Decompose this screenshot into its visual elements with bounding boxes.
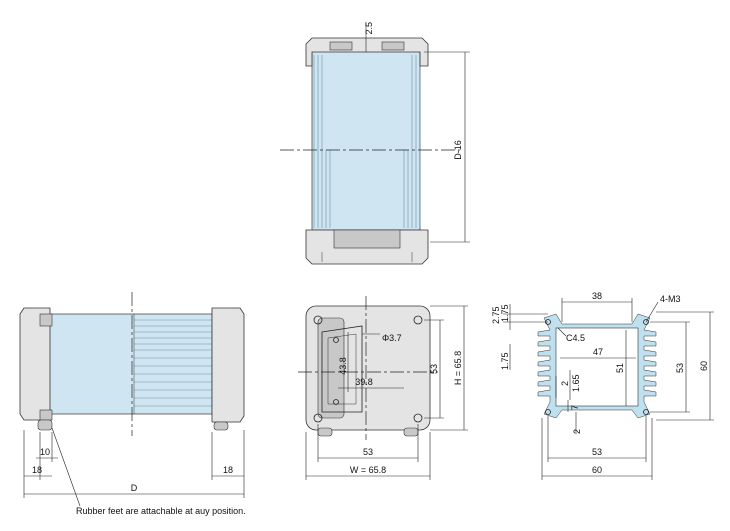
dim-section-1-75-top: 1.75 xyxy=(500,304,510,322)
front-view-hole-tr xyxy=(413,315,423,325)
dim-front-hole: Φ3.7 xyxy=(382,333,402,343)
dim-section-2-lower: 2 xyxy=(572,429,582,434)
rubber-foot-left xyxy=(37,419,53,431)
rubber-feet-note: Rubber feet are attachable at auy positi… xyxy=(76,506,246,516)
dim-side-foot-offset: 10 xyxy=(40,447,50,457)
dim-front-height: H = 65.8 xyxy=(453,351,463,385)
section-view: 38 4-M3 2.75 1.75 C4.5 1.75 47 51 2 1.65… xyxy=(491,291,714,480)
top-view-bottom-cap-slot xyxy=(333,229,401,249)
side-view-ribs xyxy=(133,314,212,414)
rubber-feet-leader xyxy=(51,427,81,507)
front-view-recess xyxy=(317,317,345,419)
dim-section-2-upper: 2 xyxy=(560,381,570,386)
side-view: 10 18 18 D Rubber feet are attachable at… xyxy=(19,292,246,516)
dim-section-53-horizontal: 53 xyxy=(592,447,602,457)
front-view-foot-left xyxy=(317,427,333,437)
dim-section-4m3: 4-M3 xyxy=(660,294,681,304)
dim-side-left-cap: 18 xyxy=(32,465,42,475)
side-view-left-cap-tab xyxy=(39,313,53,327)
dim-front-39-8: 39.8 xyxy=(355,377,373,387)
section-hole-bl xyxy=(545,409,551,415)
dim-section-2-75: 2.75 xyxy=(491,306,501,324)
front-view-hole-bl xyxy=(313,413,323,423)
dim-top-depth: D-16 xyxy=(453,140,463,160)
dim-section-60-horizontal: 60 xyxy=(592,465,602,475)
top-view-top-cap-slot-2 xyxy=(381,41,405,51)
side-view-body xyxy=(35,313,213,415)
dim-section-53-vertical: 53 xyxy=(675,363,685,373)
dim-section-51: 51 xyxy=(615,363,625,373)
dim-section-38: 38 xyxy=(592,291,602,301)
dim-section-1-65: 1.65 xyxy=(571,374,581,392)
front-view-foot-right xyxy=(403,427,419,437)
top-view: 2.5 D-16 xyxy=(280,22,470,265)
section-hole-tr xyxy=(643,319,649,325)
dim-front-43-8: 43.8 xyxy=(338,357,348,375)
dim-front-53-vertical: 53 xyxy=(429,364,439,374)
dim-front-53-horizontal: 53 xyxy=(363,447,373,457)
front-view-hole-tl xyxy=(313,315,323,325)
dim-side-total: D xyxy=(131,483,138,493)
front-view: Φ3.7 43.8 39.8 53 H = 65.8 53 W = 65.8 xyxy=(298,296,468,480)
side-view-left-cap-tab-2 xyxy=(39,409,53,421)
top-view-ribs xyxy=(313,55,421,228)
dim-side-right-cap: 18 xyxy=(223,465,233,475)
dim-top-gap: 2.5 xyxy=(364,22,374,35)
rubber-foot-right xyxy=(213,421,229,431)
side-view-right-cap xyxy=(211,307,245,423)
dim-section-47: 47 xyxy=(593,347,603,357)
dim-front-width: W = 65.8 xyxy=(350,465,386,475)
section-hole-br xyxy=(643,409,649,415)
section-cavity xyxy=(555,327,639,407)
top-view-top-cap-slot xyxy=(329,41,353,51)
front-view-hole-br xyxy=(413,413,423,423)
dim-section-7: 7 xyxy=(570,405,580,410)
dim-section-1-75-left: 1.75 xyxy=(500,352,510,370)
dim-section-60-vertical: 60 xyxy=(699,361,709,371)
dim-section-c4-5: C4.5 xyxy=(566,333,585,343)
